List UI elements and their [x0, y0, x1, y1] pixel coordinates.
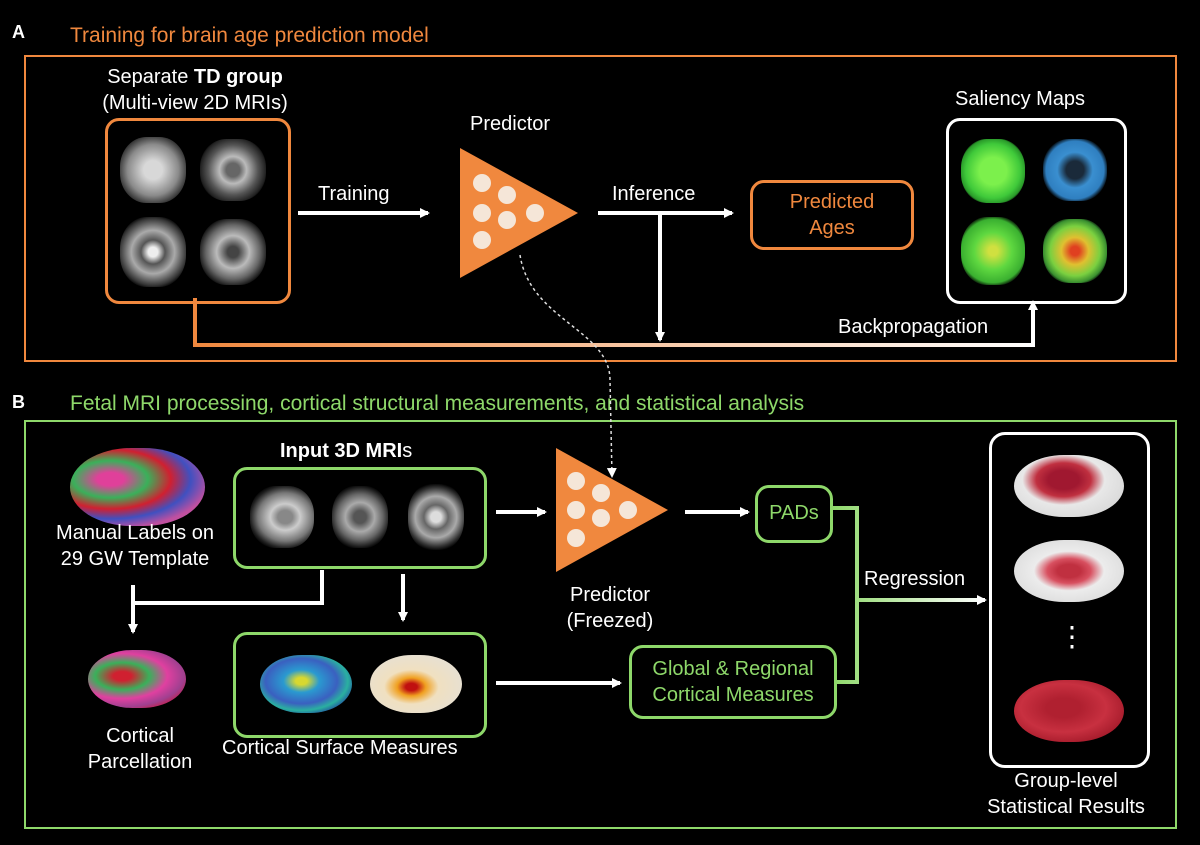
predicted-ages-box: Predicted Ages: [750, 180, 914, 250]
panel-b-frame: [24, 420, 1177, 829]
surface-measures-box: [233, 632, 487, 738]
coronal-mri-image: [200, 139, 266, 201]
saliency-maps-label: Saliency Maps: [955, 88, 1086, 110]
axial-mri-image-2: [120, 217, 186, 287]
saliency-coronal-image: [1043, 139, 1107, 201]
weights-transfer-dashed: [519, 254, 617, 478]
saliency-axial-image-2: [961, 217, 1025, 285]
group-results-label: Group-level Statistical Results: [987, 770, 1145, 818]
result-brain-image-1: [1014, 455, 1124, 517]
panel-a-letter: A: [12, 22, 25, 42]
result-brain-image-2: [1014, 540, 1124, 602]
backprop-line: [193, 298, 1038, 347]
td-group-label: Separate TD group (Multi-view 2D MRIs): [102, 66, 288, 114]
saliency-coronal-image-2: [1043, 219, 1107, 283]
panel-a-frame: [24, 55, 1177, 362]
td-mri-box: [105, 118, 291, 304]
training-label: Training: [318, 183, 390, 205]
regression-label: Regression: [864, 568, 966, 590]
predictor-network-icon: [460, 148, 578, 278]
result-brain-image-3: [1014, 680, 1124, 742]
coronal-3d-mri-image: [332, 486, 388, 548]
inference-label: Inference: [612, 183, 696, 205]
surface-measures-label: Cortical Surface Measures: [222, 737, 458, 759]
thickness-surface-image: [260, 655, 352, 713]
parcellation-brain-image: [88, 650, 186, 708]
group-results-box: ⋮: [989, 432, 1150, 768]
frozen-predictor-label: Predictor (Freezed): [566, 584, 654, 632]
coronal-mri-image-2: [200, 219, 266, 285]
input-3d-mri-label: Input 3D MRIs: [280, 440, 413, 462]
saliency-axial-image: [961, 139, 1025, 203]
curvature-surface-image: [370, 655, 462, 713]
sagittal-mri-image: [250, 486, 314, 548]
axial-3d-mri-image: [408, 484, 464, 550]
manual-labels-label: Manual Labels on 29 GW Template: [56, 522, 214, 570]
input-3d-mri-box: [233, 467, 487, 569]
frozen-predictor-icon: [556, 448, 668, 572]
panel-b-letter: B: [12, 392, 25, 412]
mri-to-parcellation-arrow: [128, 570, 324, 634]
pads-box: PADs: [755, 485, 833, 543]
backprop-label: Backpropagation: [838, 316, 989, 338]
cortical-measures-box: Global & Regional Cortical Measures: [629, 645, 837, 719]
axial-mri-image: [120, 137, 186, 203]
cortical-parcellation-label: Cortical Parcellation: [87, 725, 193, 773]
saliency-maps-box: [946, 118, 1127, 304]
panel-a-title: Training for brain age prediction model: [70, 24, 429, 47]
more-results-ellipsis: ⋮: [1058, 621, 1086, 652]
template-brain-image: [70, 448, 205, 526]
panel-b-title: Fetal MRI processing, cortical structura…: [70, 392, 805, 415]
regression-lines: [832, 506, 985, 684]
predictor-label: Predictor: [470, 113, 551, 135]
